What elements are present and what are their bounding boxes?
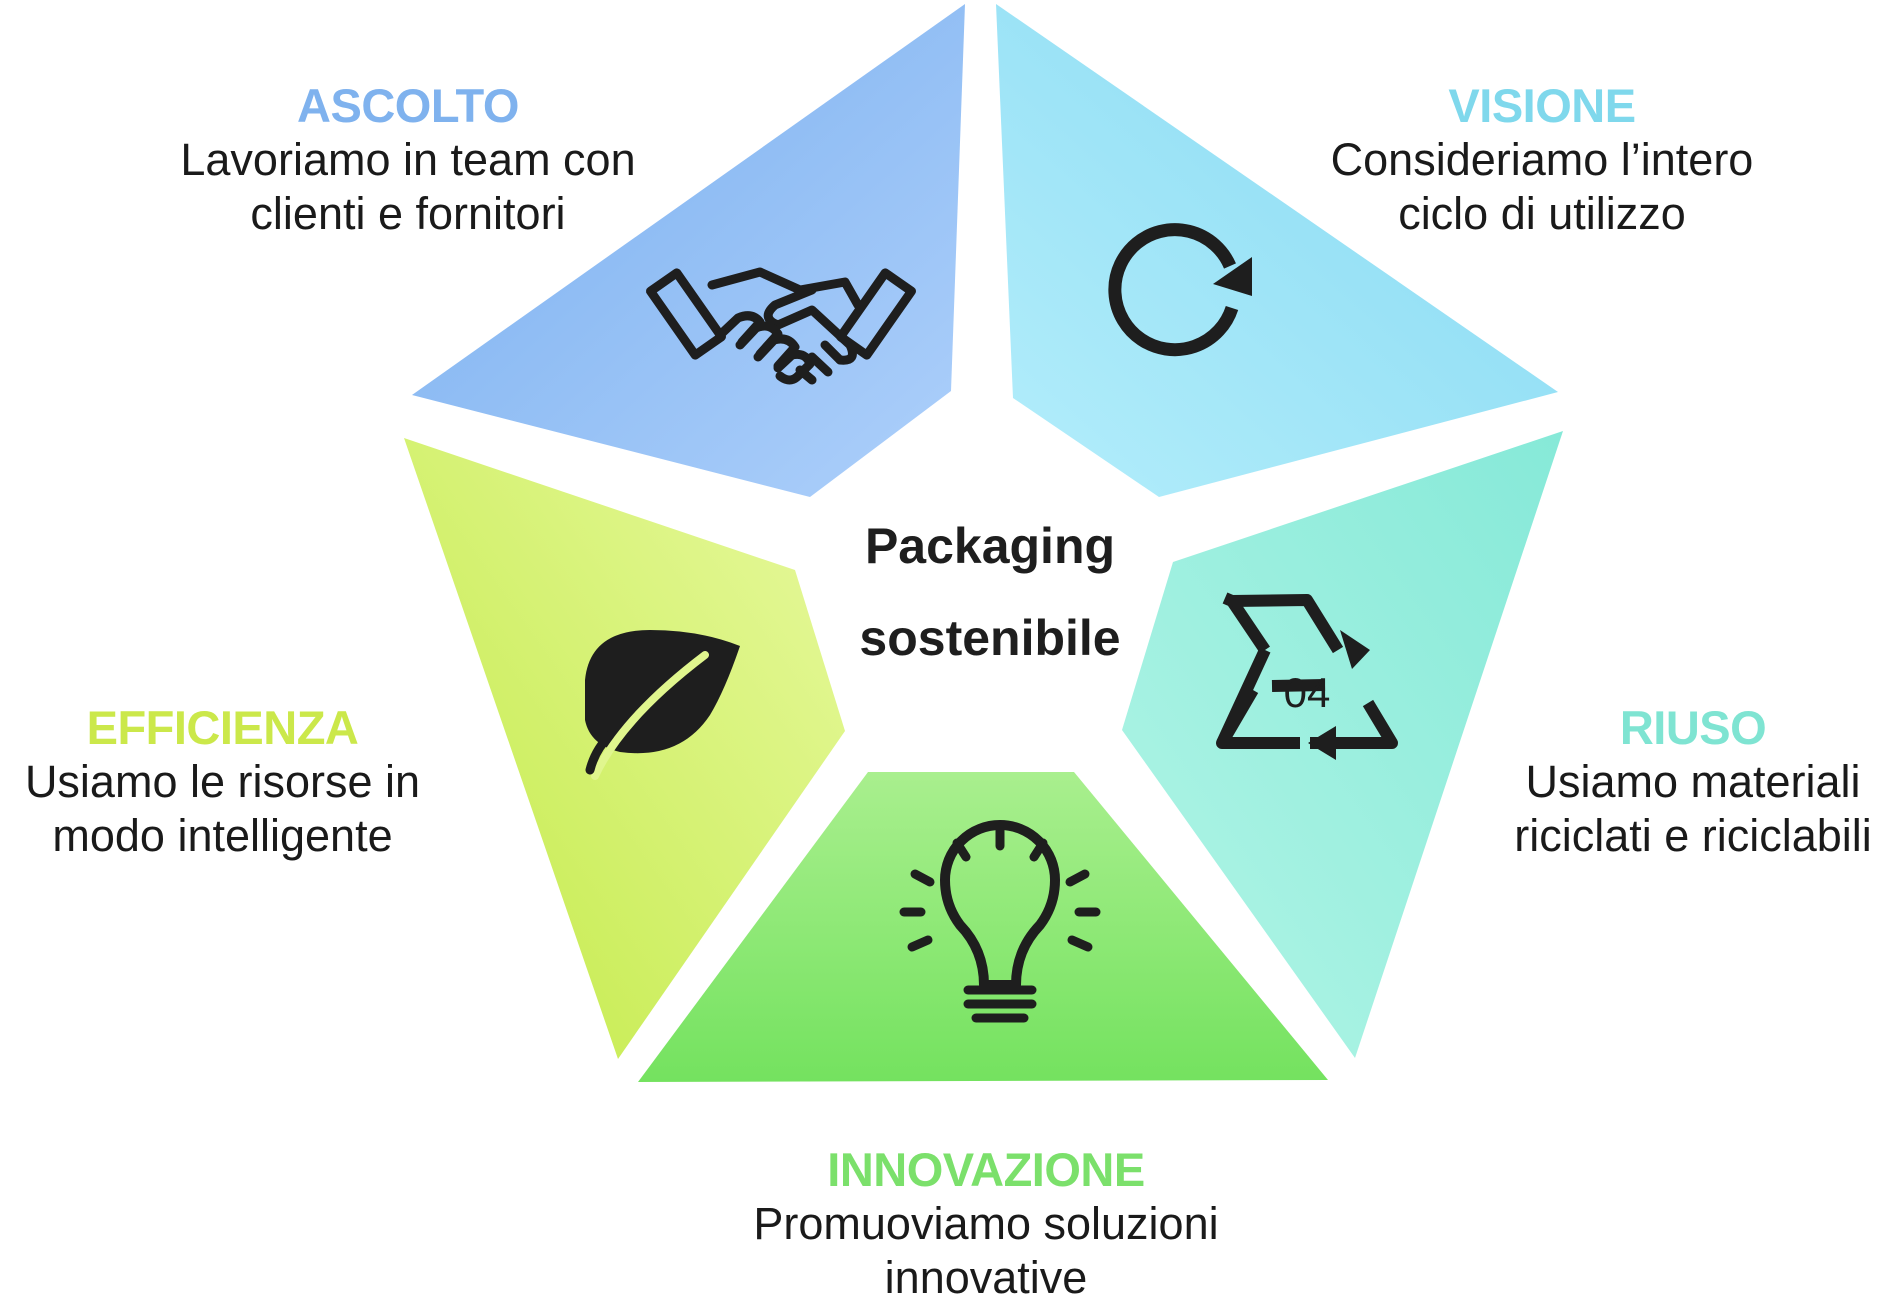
lightbulb-icon xyxy=(899,820,1101,1023)
label-efficienza: EFFICIENZA Usiamo le risorse in modo int… xyxy=(0,700,445,862)
label-visione-title: VISIONE xyxy=(1448,79,1636,132)
handshake-icon xyxy=(646,267,916,385)
label-riuso-desc-line2: riciclati e riciclabili xyxy=(1514,809,1872,861)
recycle-code: 04 xyxy=(1284,669,1331,716)
label-efficienza-title: EFFICIENZA xyxy=(86,701,359,754)
label-innovazione-desc-line2: innovative xyxy=(884,1251,1088,1303)
center-title-line1: Packaging xyxy=(864,518,1116,574)
label-riuso: RIUSO Usiamo materiali riciclati e ricic… xyxy=(1483,700,1903,862)
label-visione-desc-line2: ciclo di utilizzo xyxy=(1398,187,1686,239)
label-innovazione-title: INNOVAZIONE xyxy=(827,1143,1145,1196)
label-efficienza-desc-line2: modo intelligente xyxy=(52,809,393,861)
segment-innovazione xyxy=(638,772,1328,1082)
label-ascolto-desc-line2: clienti e fornitori xyxy=(250,187,566,239)
label-innovazione-desc-line1: Promuoviamo soluzioni xyxy=(753,1198,1219,1250)
label-visione: VISIONE Consideriamo l’intero ciclo di u… xyxy=(1242,78,1842,240)
label-visione-desc-line1: Consideriamo l’intero xyxy=(1330,134,1754,186)
segment-visione xyxy=(996,4,1558,497)
label-ascolto-desc-line1: Lavoriamo in team con xyxy=(180,134,636,186)
label-ascolto-title: ASCOLTO xyxy=(297,79,519,132)
center-title: Packaging sostenibile xyxy=(780,500,1200,684)
label-riuso-title: RIUSO xyxy=(1619,701,1767,754)
leaf-icon xyxy=(585,630,740,780)
label-innovazione: INNOVAZIONE Promuoviamo soluzioni innova… xyxy=(686,1142,1286,1304)
label-efficienza-desc-line1: Usiamo le risorse in xyxy=(24,756,421,808)
refresh-icon xyxy=(1108,223,1252,357)
label-ascolto: ASCOLTO Lavoriamo in team con clienti e … xyxy=(108,78,708,240)
center-title-line2: sostenibile xyxy=(859,610,1121,666)
label-riuso-desc-line1: Usiamo materiali xyxy=(1525,756,1861,808)
recycle-icon xyxy=(1216,592,1398,760)
